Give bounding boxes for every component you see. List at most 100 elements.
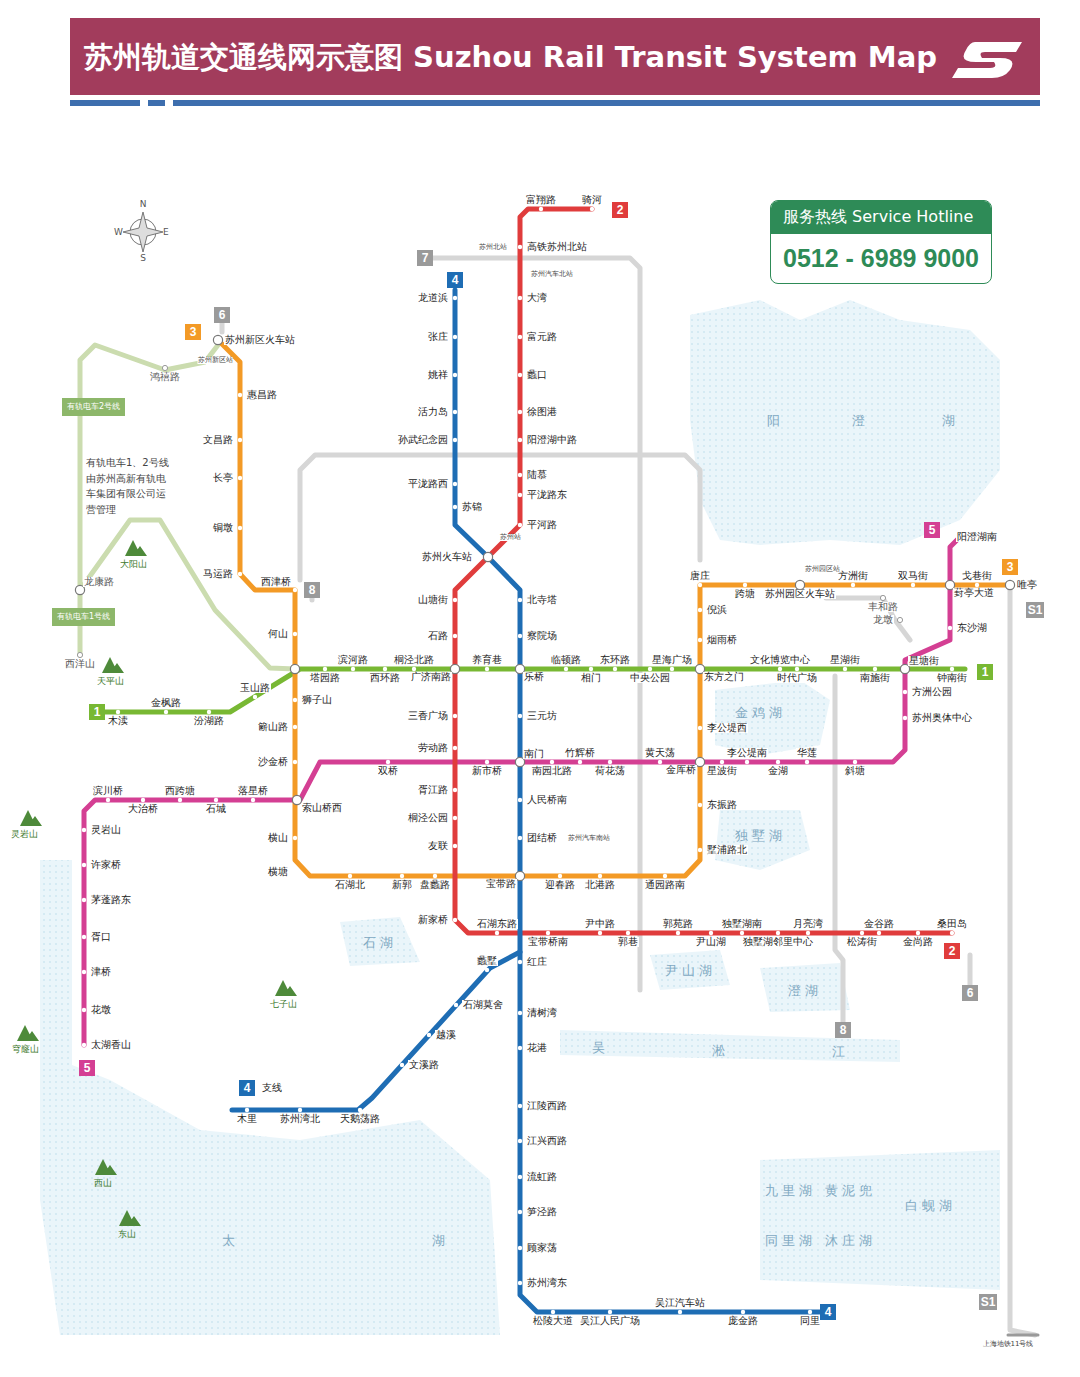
station-dot bbox=[77, 652, 82, 657]
facility-name: 苏州新区站 bbox=[198, 357, 233, 364]
station-name: 苏州火车站 bbox=[421, 552, 473, 562]
station-dot bbox=[518, 410, 522, 414]
station-dot bbox=[453, 844, 457, 848]
station-name: 独墅湖南 bbox=[721, 919, 763, 929]
station-dot bbox=[741, 1310, 745, 1314]
hotline-heading: 服务热线 Service Hotline bbox=[771, 201, 991, 234]
station-dot bbox=[253, 695, 257, 699]
station-dot bbox=[608, 760, 612, 764]
station-dot bbox=[453, 788, 457, 792]
station-dot bbox=[453, 816, 457, 820]
rail-line bbox=[84, 537, 985, 1045]
station-dot bbox=[485, 667, 489, 671]
line-badge: 4 bbox=[447, 272, 463, 288]
station-dot bbox=[293, 870, 297, 874]
line-number: 8 bbox=[837, 1022, 849, 1038]
station-dot bbox=[518, 634, 522, 638]
station-name: 东沙湖 bbox=[956, 623, 988, 633]
line-number: 2 bbox=[946, 943, 958, 959]
planned-station-name: 鸿禧路 bbox=[149, 372, 181, 382]
station-dot bbox=[82, 935, 86, 939]
station-name: 富元路 bbox=[526, 332, 558, 342]
station-name: 李公堤西 bbox=[706, 723, 748, 733]
station-name: 落星桥 bbox=[237, 786, 269, 796]
station-name: 劳动路 bbox=[417, 743, 449, 753]
station-name: 人民桥南 bbox=[526, 795, 568, 805]
station-name: 尹中路 bbox=[584, 919, 616, 929]
lake-name: 金鸡湖 bbox=[735, 706, 786, 719]
station-dot bbox=[82, 1043, 86, 1047]
station-name: 花港 bbox=[526, 1043, 548, 1053]
station-name: 南门 bbox=[523, 749, 545, 759]
tram-line-name: 有轨电车1号线 bbox=[57, 612, 110, 622]
station-name: 盘蠡路 bbox=[419, 880, 451, 890]
station-name: 东方之门 bbox=[703, 672, 745, 682]
mountain-name: 东山 bbox=[118, 1230, 136, 1239]
map-title: 苏州轨道交通线网示意图 Suzhou Rail Transit System M… bbox=[84, 38, 937, 78]
station-dot bbox=[853, 760, 857, 764]
station-name: 星塘街 bbox=[908, 656, 940, 666]
station-dot bbox=[648, 667, 652, 671]
station-name: 马运路 bbox=[202, 569, 234, 579]
station-name: 独墅湖邻里中心 bbox=[742, 937, 814, 947]
station-name: 吴江汽车站 bbox=[654, 1298, 706, 1308]
station-dot bbox=[518, 523, 522, 527]
branch-label: 支线 bbox=[261, 1083, 283, 1093]
station-dot bbox=[546, 931, 550, 935]
station-name: 江陵西路 bbox=[526, 1101, 568, 1111]
station-dot bbox=[214, 798, 218, 802]
station-name: 江兴西路 bbox=[526, 1136, 568, 1146]
station-name: 石湖莫舍 bbox=[462, 1000, 504, 1010]
station-dot bbox=[843, 667, 847, 671]
hotline-number: 0512 - 6989 9000 bbox=[771, 234, 991, 283]
station-name: 北寺塔 bbox=[526, 595, 558, 605]
station-name: 平泷路西 bbox=[407, 479, 449, 489]
station-dot bbox=[518, 493, 522, 497]
station-name: 倪浜 bbox=[706, 605, 728, 615]
station-dot bbox=[590, 207, 594, 211]
station-name: 红庄 bbox=[526, 957, 548, 967]
station-name: 广济南路 bbox=[410, 672, 452, 682]
station-dot bbox=[162, 365, 167, 370]
station-dot bbox=[743, 583, 747, 587]
lake-name: 石湖 bbox=[363, 936, 397, 949]
compass-letter: W bbox=[114, 228, 123, 237]
compass-letter: E bbox=[163, 228, 169, 237]
station-dot bbox=[518, 836, 522, 840]
station-name: 金湖 bbox=[767, 766, 789, 776]
station-name: 惠昌路 bbox=[246, 390, 278, 400]
station-dot bbox=[720, 760, 724, 764]
station-name: 郭苑路 bbox=[662, 919, 694, 929]
line-number: S1 bbox=[981, 1294, 996, 1310]
planned-station-name: 丰和路 bbox=[867, 602, 899, 612]
station-dot bbox=[916, 931, 920, 935]
tram-line-name: 有轨电车2号线 bbox=[67, 402, 120, 412]
station-name: 松涛街 bbox=[846, 937, 878, 947]
station-name: 金厍桥 bbox=[665, 765, 697, 775]
station-dot bbox=[678, 1310, 682, 1314]
station-name: 葑亭大道 bbox=[953, 588, 995, 598]
line-badge: 7 bbox=[417, 250, 433, 266]
station-dot bbox=[518, 245, 522, 249]
station-dot bbox=[453, 714, 457, 718]
station-name: 何山 bbox=[267, 629, 289, 639]
station-dot bbox=[453, 373, 457, 377]
station-name: 茅蓬路东 bbox=[90, 895, 132, 905]
station-dot bbox=[778, 667, 782, 671]
rail-line bbox=[218, 340, 1010, 876]
facility-name: 苏州汽车南站 bbox=[568, 835, 610, 842]
station-name: 平泷路东 bbox=[526, 490, 568, 500]
station-name: 越溪 bbox=[435, 1030, 457, 1040]
station-name: 烟雨桥 bbox=[706, 635, 738, 645]
station-name: 石湖北 bbox=[334, 880, 366, 890]
station-name: 唐庄 bbox=[689, 571, 711, 581]
header-stripe bbox=[70, 100, 1040, 106]
station-dot bbox=[518, 714, 522, 718]
station-dot bbox=[698, 848, 702, 852]
station-name: 苏州新区火车站 bbox=[224, 335, 296, 345]
station-dot bbox=[82, 898, 86, 902]
line-number: 3 bbox=[187, 324, 199, 340]
mountain-name: 大阳山 bbox=[120, 560, 147, 569]
station-dot bbox=[745, 760, 749, 764]
line-badge: 8 bbox=[304, 582, 320, 598]
